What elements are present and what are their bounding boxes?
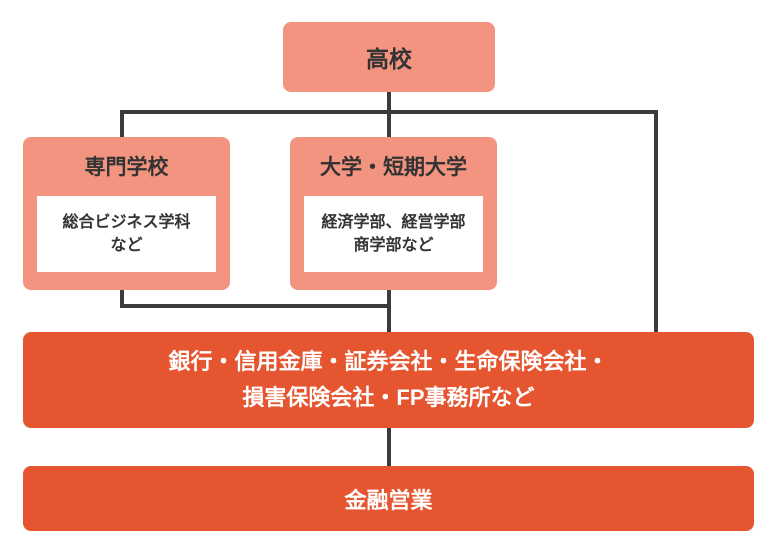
connector-upper-horizontal <box>120 110 658 114</box>
employers-box: 銀行・信用金庫・証券会社・生命保険会社・ 損害保険会社・FP事務所など <box>23 332 754 428</box>
connector-highschool-down <box>387 90 391 139</box>
connector-university-down <box>387 288 391 334</box>
vocational-school-detail: 総合ビジネス学科 など <box>37 196 216 272</box>
connector-vocational-down <box>120 288 124 308</box>
vocational-school-box: 専門学校 総合ビジネス学科 など <box>23 137 230 290</box>
connector-to-job <box>387 426 391 468</box>
university-title: 大学・短期大学 <box>320 156 467 179</box>
connector-lower-horizontal <box>120 304 391 308</box>
university-detail: 経済学部、経営学部 商学部など <box>304 196 483 272</box>
university-box: 大学・短期大学 経済学部、経営学部 商学部など <box>290 137 497 290</box>
highschool-box: 高校 <box>283 22 495 92</box>
connector-to-vocational <box>120 110 124 139</box>
vocational-school-title: 専門学校 <box>84 156 169 179</box>
job-box: 金融営業 <box>23 466 754 531</box>
connector-direct-right <box>654 110 658 334</box>
